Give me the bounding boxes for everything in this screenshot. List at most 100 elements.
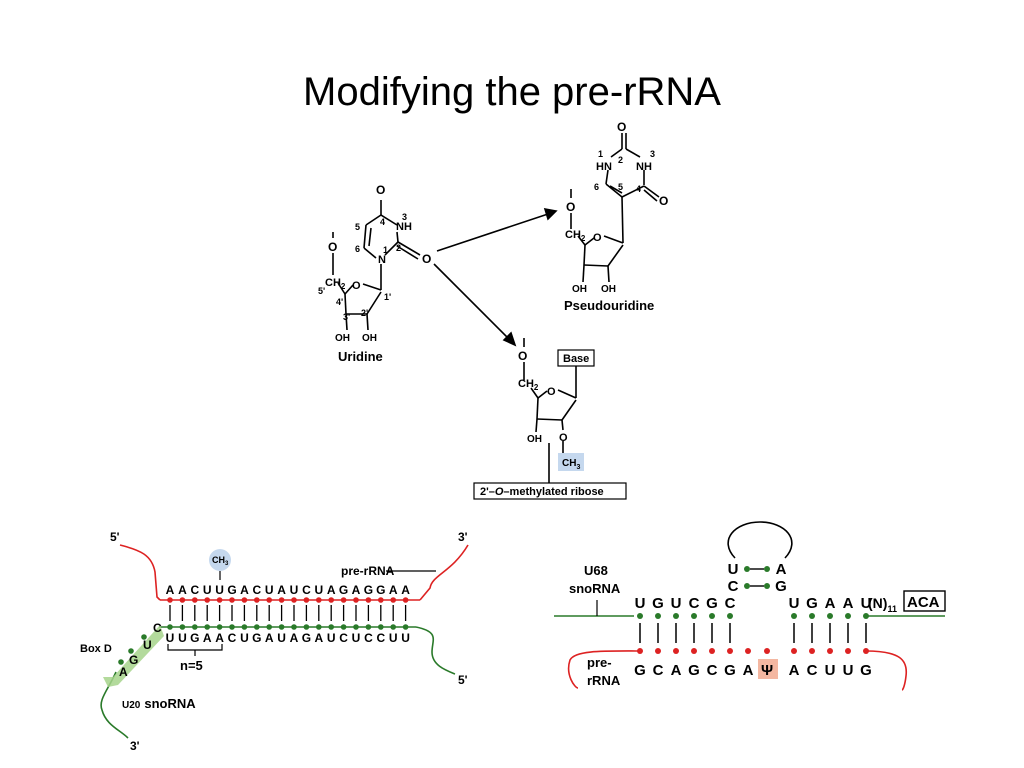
box-d-letter-a: A xyxy=(119,665,128,679)
aca-box xyxy=(903,590,946,612)
uridine-pos-5: 5 xyxy=(355,222,360,232)
ch3-highlight xyxy=(558,453,584,471)
u68-stem-dot xyxy=(744,583,750,589)
uridine-o-top: O xyxy=(376,183,385,197)
u20-ch3: CH3 xyxy=(212,555,229,567)
u20-bottom-dot xyxy=(328,624,335,630)
pseudouridine-name: Pseudouridine xyxy=(564,298,654,313)
u20-top-base: G xyxy=(364,583,373,597)
u20-top-dot xyxy=(340,597,347,603)
ch3-circle xyxy=(209,549,231,571)
u20-top-base: C xyxy=(190,583,199,597)
pseudouridine-pos-2: 2 xyxy=(618,155,623,165)
u20-top-dot xyxy=(378,597,384,603)
u20-bottom-base: C xyxy=(339,631,348,645)
u20-bottom-dot xyxy=(216,624,223,630)
u20-top-base: G xyxy=(376,583,385,597)
u20-bottom-dot xyxy=(266,624,273,630)
u20-bottom-dot xyxy=(167,624,173,630)
u68-top-left-base: G xyxy=(706,595,718,612)
u20-backbones xyxy=(100,544,469,739)
uridine-name: Uridine xyxy=(338,349,383,364)
methyl-ch2: CH2 xyxy=(518,378,539,392)
u68-stem-left-base: U xyxy=(728,561,739,578)
u68-top-dot xyxy=(655,613,661,619)
u68-bottom-dot xyxy=(709,648,715,654)
pseudouridine-hn: HN xyxy=(596,161,612,173)
u68-labels: U68 snoRNA (N)11 ACA pre- rRNA Ψ xyxy=(569,563,940,688)
u68-label: U68 xyxy=(584,563,608,578)
u68-top-right-base: U xyxy=(789,595,800,612)
uridine-nh: NH xyxy=(396,221,412,233)
u20-bottom-base: U xyxy=(166,631,175,645)
u68-bottom-dot xyxy=(655,648,661,654)
pseudouridine-pos-4: 4 xyxy=(636,184,641,194)
u20-bottom-base: A xyxy=(265,631,274,645)
u20-top-base: A xyxy=(277,583,286,597)
uridine-ch2: CH2 xyxy=(325,277,346,291)
methylated-ribose-structure xyxy=(473,338,627,500)
pseudouridine-pos-6: 6 xyxy=(594,182,599,192)
u20-top-base: U xyxy=(203,583,212,597)
u68-top-left-base: U xyxy=(635,595,646,612)
u20-top-base: U xyxy=(265,583,274,597)
u20-top-base: A xyxy=(352,583,361,597)
u20-top-dot xyxy=(229,597,235,603)
u68-bottom-dot xyxy=(863,648,869,654)
box-d-highlight xyxy=(103,625,164,687)
u20-bottom-base: U xyxy=(327,631,336,645)
u68-bottom-dot xyxy=(727,648,733,654)
u20-top-dot xyxy=(278,597,285,603)
u68-bottom-dot xyxy=(745,648,751,654)
u20-top-base: A xyxy=(178,583,187,597)
u68-stem-dot xyxy=(764,583,770,589)
u20-top-dot xyxy=(167,597,173,603)
psi-highlight xyxy=(758,659,778,679)
u20-top-base: A xyxy=(327,583,336,597)
pseudouridine-labels: O HN NH O O O CH2 OH OH Pseudouridine 1 … xyxy=(564,120,668,313)
u68-bottom-left-base: A xyxy=(743,662,754,679)
u68-top-right-base: A xyxy=(843,595,854,612)
psi-letter: Ψ xyxy=(761,662,773,679)
u20-top-base: A xyxy=(389,583,398,597)
pre-rrna-label: pre-rRNA xyxy=(341,564,395,578)
u68-top-dot xyxy=(637,613,643,619)
uridine-oxygen: O xyxy=(422,252,431,266)
u20-top-dot xyxy=(390,597,397,603)
u68-bottom-dot xyxy=(809,648,815,654)
u20-top-base: A xyxy=(240,583,249,597)
u68-bottom-dot xyxy=(673,648,679,654)
u20-bottom-base: A xyxy=(290,631,299,645)
uridine-n: N xyxy=(378,254,386,266)
u68-top-dot xyxy=(809,613,815,619)
u68-top-dot xyxy=(709,613,715,619)
u20-bottom-dot xyxy=(204,624,210,630)
u20-bottom-dot xyxy=(365,624,372,630)
methylated-ribose-name: 2'–O–methylated ribose xyxy=(480,486,604,498)
uridine-pos-2: 2 xyxy=(396,243,401,253)
u20-bottom-base: A xyxy=(203,631,212,645)
u68-bottom-right-base: G xyxy=(860,662,872,679)
u20-top-base: C xyxy=(302,583,311,597)
uridine-pos-6: 6 xyxy=(355,244,360,254)
uridine-structure xyxy=(332,200,421,331)
u68-stem-dot xyxy=(744,566,750,572)
u20-top-dot xyxy=(204,597,210,603)
uridine-pos-4p: 4' xyxy=(336,297,343,307)
u20-top-base: G xyxy=(227,583,236,597)
u20-bottom-dot xyxy=(241,624,248,630)
u20-bottom-base: G xyxy=(190,631,199,645)
methyl-o-link: O xyxy=(518,349,527,363)
u20-bottom-dot xyxy=(378,624,384,630)
u68-top-right-base: G xyxy=(806,595,818,612)
u20-three-prime-top: 3' xyxy=(458,530,468,544)
u68-top-dot xyxy=(791,613,797,619)
u68-bottom-left-base: C xyxy=(653,662,664,679)
u20-bottom-base: U xyxy=(178,631,187,645)
u20-top-dot xyxy=(316,597,322,603)
u20-bottom-base: U xyxy=(277,631,286,645)
u20-top-dot xyxy=(266,597,273,603)
u68-stem-dot xyxy=(764,566,770,572)
